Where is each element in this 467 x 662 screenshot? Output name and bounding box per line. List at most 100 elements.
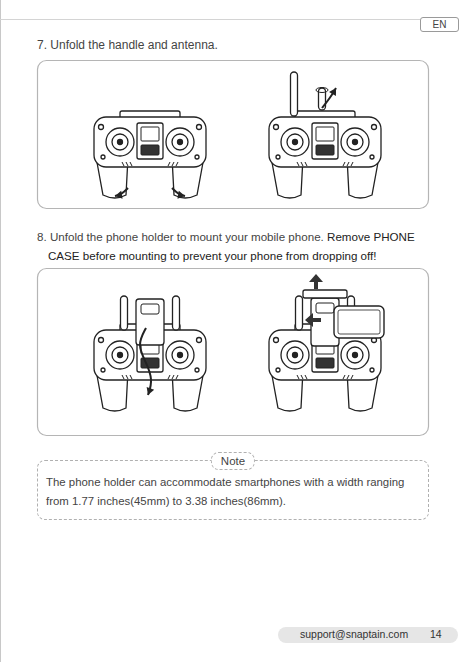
controller-part xyxy=(316,127,334,141)
controller-part xyxy=(312,123,338,159)
grip-mark xyxy=(351,375,353,379)
grip-mark xyxy=(168,375,170,379)
arrow-head xyxy=(329,88,336,96)
mobile-phone xyxy=(334,306,384,338)
controller-part xyxy=(118,353,123,358)
controller-part xyxy=(303,290,347,298)
controller-part xyxy=(353,140,358,145)
controller-part xyxy=(276,155,280,159)
grip-mark xyxy=(301,375,303,379)
motion-arrow xyxy=(140,328,151,395)
grip-mark xyxy=(305,375,307,379)
controller-part xyxy=(166,128,194,156)
controller-part xyxy=(178,353,183,358)
controller-part xyxy=(372,125,377,130)
controller-part xyxy=(281,128,309,156)
header-rule xyxy=(0,19,420,20)
controller-part xyxy=(172,134,188,150)
language-tab: EN xyxy=(420,17,459,32)
controller-part xyxy=(274,125,279,130)
controller-part xyxy=(121,296,128,330)
step-text: 7. Unfold the handle and antenna. xyxy=(37,38,218,52)
controller-part xyxy=(274,338,279,343)
grip-mark xyxy=(305,162,307,166)
grip-mark xyxy=(301,162,303,166)
controller-part xyxy=(287,347,303,363)
grip-mark xyxy=(297,162,299,166)
controller-part xyxy=(281,341,309,369)
support-email: support@snaptain.com xyxy=(300,628,408,640)
controller-part xyxy=(166,341,194,369)
controller-part xyxy=(195,368,199,372)
controller-part xyxy=(101,368,105,372)
controller-part xyxy=(293,353,298,358)
controller-part xyxy=(195,155,199,159)
grip-mark xyxy=(168,162,170,166)
mobile-phone xyxy=(338,310,380,334)
grip-mark xyxy=(130,375,132,379)
grip-mark xyxy=(172,162,174,166)
controller-part xyxy=(296,296,303,330)
controller-part xyxy=(136,299,164,345)
step-text: 8. Unfold the phone holder to mount your… xyxy=(37,230,327,243)
controller-part xyxy=(141,127,159,141)
controller-part xyxy=(173,296,180,330)
figure-panel xyxy=(38,269,429,436)
figure-panel xyxy=(38,61,429,209)
controller-part xyxy=(106,341,134,369)
grip-mark xyxy=(343,375,345,379)
push-arrow xyxy=(305,313,321,327)
controller-part xyxy=(370,368,374,372)
grip-mark xyxy=(122,375,124,379)
arrow-head xyxy=(177,191,185,199)
controller-part xyxy=(106,128,134,156)
push-arrow xyxy=(309,274,323,289)
grip-mark xyxy=(176,162,178,166)
controller-part xyxy=(99,125,104,130)
controller-part xyxy=(341,341,369,369)
node-text: The phone holder can accommodate smartph… xyxy=(46,473,420,511)
controller-part xyxy=(112,347,128,363)
step-text: 8. Unfold the phone holder to mount your… xyxy=(37,227,432,265)
controller-part xyxy=(370,155,374,159)
motion-arrow xyxy=(322,88,336,108)
controller-part xyxy=(141,304,159,314)
grip-mark xyxy=(347,162,349,166)
node-text: EN xyxy=(423,19,456,30)
grip-mark xyxy=(130,162,132,166)
page-number: 14 xyxy=(430,628,442,640)
grip-mark xyxy=(122,162,124,166)
controller-part xyxy=(172,347,188,363)
controller-part xyxy=(94,117,206,167)
grip-mark xyxy=(343,162,345,166)
controller-part xyxy=(287,134,303,150)
controller-part xyxy=(99,338,104,343)
controller-part xyxy=(112,134,128,150)
controller-part xyxy=(269,117,381,167)
arrow-head xyxy=(115,191,123,199)
grip-mark xyxy=(176,375,178,379)
grip-mark xyxy=(126,162,128,166)
controller-part xyxy=(137,123,163,159)
footer-bar xyxy=(278,627,458,643)
controller-part xyxy=(178,140,183,145)
rotate-mark xyxy=(316,88,328,93)
grip-mark xyxy=(297,375,299,379)
controller-part xyxy=(316,145,334,155)
grip-mark xyxy=(126,375,128,379)
controller-part xyxy=(347,347,363,363)
controller-part xyxy=(316,358,334,368)
controller-part xyxy=(293,140,298,145)
controller-part xyxy=(291,72,298,116)
arrow-head xyxy=(147,387,155,395)
controller-part xyxy=(341,128,369,156)
controller-part xyxy=(316,303,334,313)
grip-mark xyxy=(347,375,349,379)
controller-part xyxy=(353,353,358,358)
note-box: NoteThe phone holder can accommodate sma… xyxy=(37,460,429,520)
controller-part xyxy=(197,125,202,130)
controller-part xyxy=(276,368,280,372)
grip-mark xyxy=(351,162,353,166)
page-edge xyxy=(0,0,1,662)
